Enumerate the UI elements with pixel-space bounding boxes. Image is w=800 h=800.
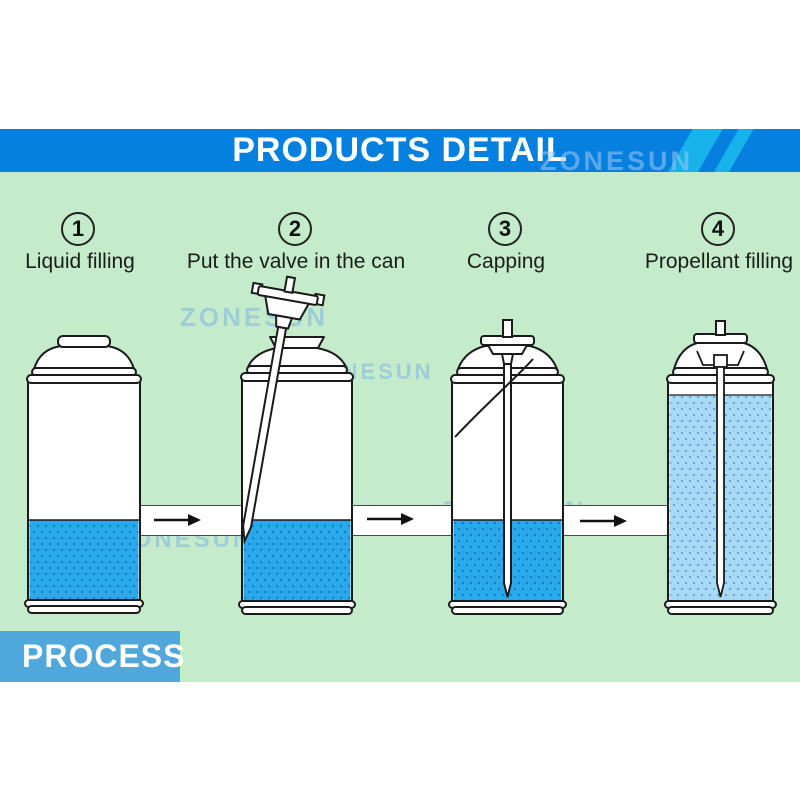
process-label: PROCESS	[22, 638, 186, 674]
step-3-label: Capping	[466, 250, 546, 273]
right-arrow-icon	[580, 515, 627, 527]
step-4-label: Propellant filling	[644, 250, 794, 273]
dip-tube	[716, 366, 725, 598]
dip-tube	[503, 363, 512, 598]
can-4-illustration	[664, 320, 777, 615]
can-2-illustration	[238, 275, 356, 615]
step-1-label: Liquid filling	[25, 250, 135, 273]
valve-stem	[283, 275, 297, 294]
valve-cup	[264, 294, 311, 321]
can-3-illustration	[448, 319, 567, 615]
bottom-rim	[451, 606, 564, 615]
header-bar: PRODUCTS DETAIL	[0, 129, 800, 172]
page-title: PRODUCTS DETAIL	[232, 131, 568, 169]
bottom-rim	[241, 606, 353, 615]
step-4-number-circle: 4	[701, 212, 735, 246]
bottom-rim	[27, 605, 141, 614]
valve-stem	[502, 319, 513, 338]
right-arrow-icon	[154, 514, 201, 526]
crimp-curve	[454, 358, 534, 438]
liquid-fill	[29, 520, 139, 601]
liquid-fill	[243, 520, 351, 601]
can-dome	[246, 347, 348, 368]
can-1-illustration	[24, 335, 144, 614]
neck-ring	[26, 374, 142, 384]
step-1-number-circle: 1	[61, 212, 95, 246]
can-dome	[32, 345, 136, 370]
step-3-number-circle: 3	[488, 212, 522, 246]
step-2-label: Put the valve in the can	[186, 250, 406, 273]
can-cap	[57, 335, 111, 348]
valve-assembly	[242, 275, 326, 546]
zonesun-watermark: ZONESUN	[540, 146, 694, 176]
right-arrow-icon	[367, 513, 414, 525]
bottom-rim	[667, 606, 774, 615]
valve-cup	[486, 344, 529, 355]
step-2-number-circle: 2	[278, 212, 312, 246]
process-banner: PROCESS	[0, 631, 186, 682]
neck-ring	[240, 372, 354, 382]
valve-stem	[715, 320, 726, 336]
